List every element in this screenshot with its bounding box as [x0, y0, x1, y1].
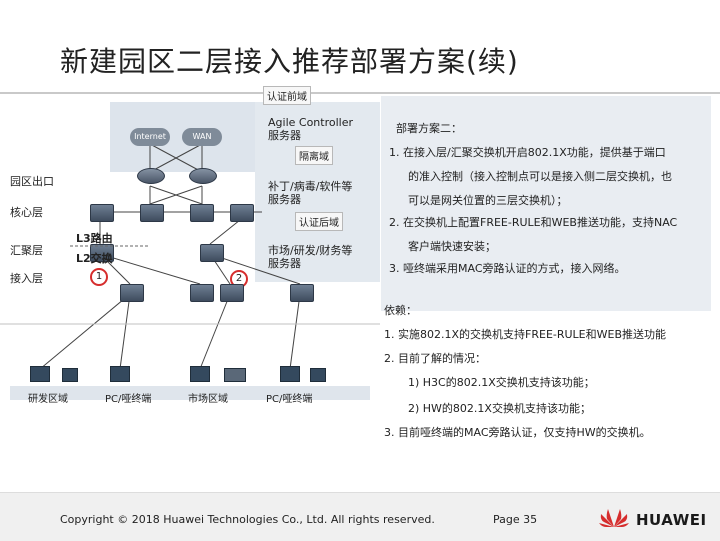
area-bar	[10, 386, 370, 400]
layer-egress-label: 园区出口	[10, 175, 54, 188]
marker-1-badge: 1	[90, 268, 108, 286]
diagram-zone-backdrop	[255, 102, 380, 282]
plan-line: 3. 哑终端采用MAC旁路认证的方式，接入网络。	[389, 262, 626, 275]
dependency-line: 1) H3C的802.1X交换机支持该功能；	[408, 376, 595, 389]
layer-aggregation-label: 汇聚层	[10, 244, 43, 257]
core-switch-icon	[90, 204, 114, 222]
server-agile-controller-label: Agile Controller 服务器	[268, 116, 353, 142]
page-number: Page 35	[493, 513, 538, 526]
copyright-text: Copyright © 2018 Huawei Technologies Co.…	[60, 513, 435, 526]
huawei-brand: HUAWEI	[636, 511, 707, 529]
area-label-rd: 研发区域	[28, 394, 68, 405]
core-switch-icon	[230, 204, 254, 222]
aggregation-switch-icon	[90, 244, 114, 262]
l3-l2-divider	[70, 245, 150, 247]
area-label-market: 市场区域	[188, 394, 228, 405]
core-switch-icon	[140, 204, 164, 222]
dependency-line: 3. 目前哑终端的MAC旁路认证，仅支持HW的交换机。	[384, 426, 651, 439]
access-switch-icon	[220, 284, 244, 302]
aggregation-switch-icon	[200, 244, 224, 262]
network-diagram: 认证前域 隔离域 认证后域 Agile Controller 服务器 补丁/病毒…	[0, 86, 380, 424]
printer-icon	[224, 368, 246, 382]
plan-line: 客户端快速安装；	[408, 240, 496, 253]
huawei-logo-icon	[599, 509, 629, 527]
zone-auth-post-label: 认证后域	[295, 212, 343, 231]
access-switch-icon	[290, 284, 314, 302]
egress-router-icon	[137, 168, 165, 184]
access-switch-icon	[120, 284, 144, 302]
area-label-pc-dumb: PC/哑终端	[105, 394, 152, 405]
dependency-line: 2. 目前了解的情况：	[384, 352, 486, 365]
server-patch-label: 补丁/病毒/软件等 服务器	[268, 180, 353, 206]
area-label-pc-dumb: PC/哑终端	[266, 394, 313, 405]
dependency-line: 1. 实施802.1X的交换机支持FREE-RULE和WEB推送功能	[384, 328, 667, 341]
server-business-label: 市场/研发/财务等 服务器	[268, 244, 353, 270]
plan-line: 的准入控制（接入控制点可以是接入侧二层交换机，也	[408, 170, 672, 183]
pc-icon	[110, 366, 130, 382]
plan-line: 1. 在接入层/汇聚交换机开启802.1X功能，提供基于端口	[389, 146, 666, 159]
plan-line: 可以是网关位置的三层交换机）；	[408, 194, 568, 207]
footer-bar	[0, 492, 720, 541]
zone-auth-pre-label: 认证前域	[263, 86, 311, 105]
pc-icon	[30, 366, 50, 382]
plan-heading: 部署方案二：	[396, 122, 462, 135]
internet-cloud-icon: Internet	[130, 128, 170, 146]
pc-icon	[190, 366, 210, 382]
pc-icon	[280, 366, 300, 382]
l2-switching-label: L2交换	[76, 252, 113, 265]
layer-access-label: 接入层	[10, 272, 43, 285]
core-switch-icon	[190, 204, 214, 222]
slide-title: 新建园区二层接入推荐部署方案(续)	[60, 45, 519, 78]
egress-router-icon	[189, 168, 217, 184]
layer-core-label: 核心层	[10, 206, 43, 219]
wan-cloud-icon: WAN	[182, 128, 222, 146]
phone-icon	[62, 368, 78, 382]
zone-isolation-label: 隔离域	[295, 146, 333, 165]
title-divider	[0, 92, 720, 94]
plan-line: 2. 在交换机上配置FREE-RULE和WEB推送功能，支持NAC	[389, 216, 678, 229]
l3-routing-label: L3路由	[76, 232, 113, 245]
plan-panel	[381, 96, 711, 311]
phone-icon	[310, 368, 326, 382]
access-switch-icon	[190, 284, 214, 302]
dependencies-heading: 依赖：	[384, 304, 417, 317]
dependency-line: 2) HW的802.1X交换机支持该功能；	[408, 402, 591, 415]
network-links	[0, 143, 380, 370]
